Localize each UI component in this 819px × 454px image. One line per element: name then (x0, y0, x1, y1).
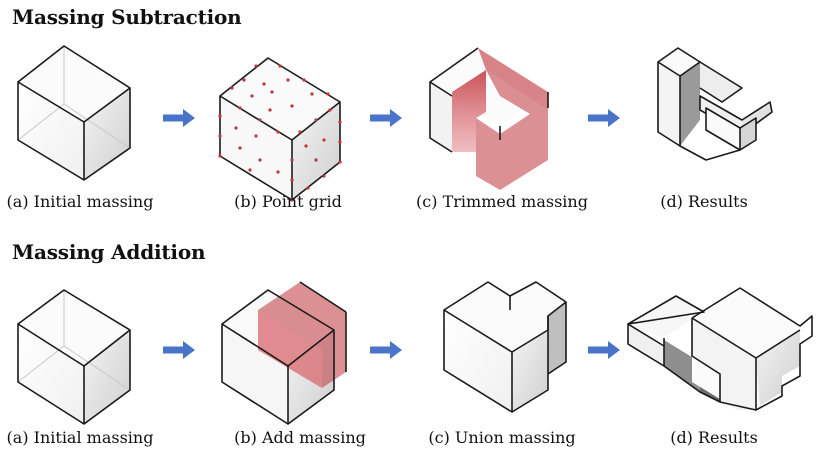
point-grid-figure (218, 57, 342, 202)
addition-initial-massing-figure (17, 289, 131, 425)
add-massing-figure (221, 281, 347, 425)
caption-addition-a: (a) Initial massing (6, 428, 154, 447)
arrow-2c (588, 341, 620, 359)
grid-points (218, 64, 342, 202)
caption-subtraction-c: (c) Trimmed massing (416, 192, 588, 211)
arrow-2a (163, 341, 195, 359)
arrow-1a (163, 109, 195, 127)
caption-addition-b: (b) Add massing (234, 428, 366, 447)
caption-subtraction-a: (a) Initial massing (6, 192, 154, 211)
union-massing-figure (443, 281, 567, 413)
subtraction-results-figure (657, 47, 773, 161)
trimmed-massing-figure (429, 47, 549, 190)
subtraction-initial-massing-figure (17, 45, 131, 181)
caption-addition-d: (d) Results (670, 428, 758, 447)
arrow-2b (370, 341, 402, 359)
caption-addition-c: (c) Union massing (428, 428, 576, 447)
section-title-addition: Massing Addition (12, 240, 206, 264)
caption-subtraction-d: (d) Results (660, 192, 748, 211)
section-title-subtraction: Massing Subtraction (12, 5, 242, 29)
addition-results-figure (627, 287, 813, 411)
arrow-1c (588, 109, 620, 127)
arrow-1b (370, 109, 402, 127)
caption-subtraction-b: (b) Point grid (234, 192, 342, 211)
